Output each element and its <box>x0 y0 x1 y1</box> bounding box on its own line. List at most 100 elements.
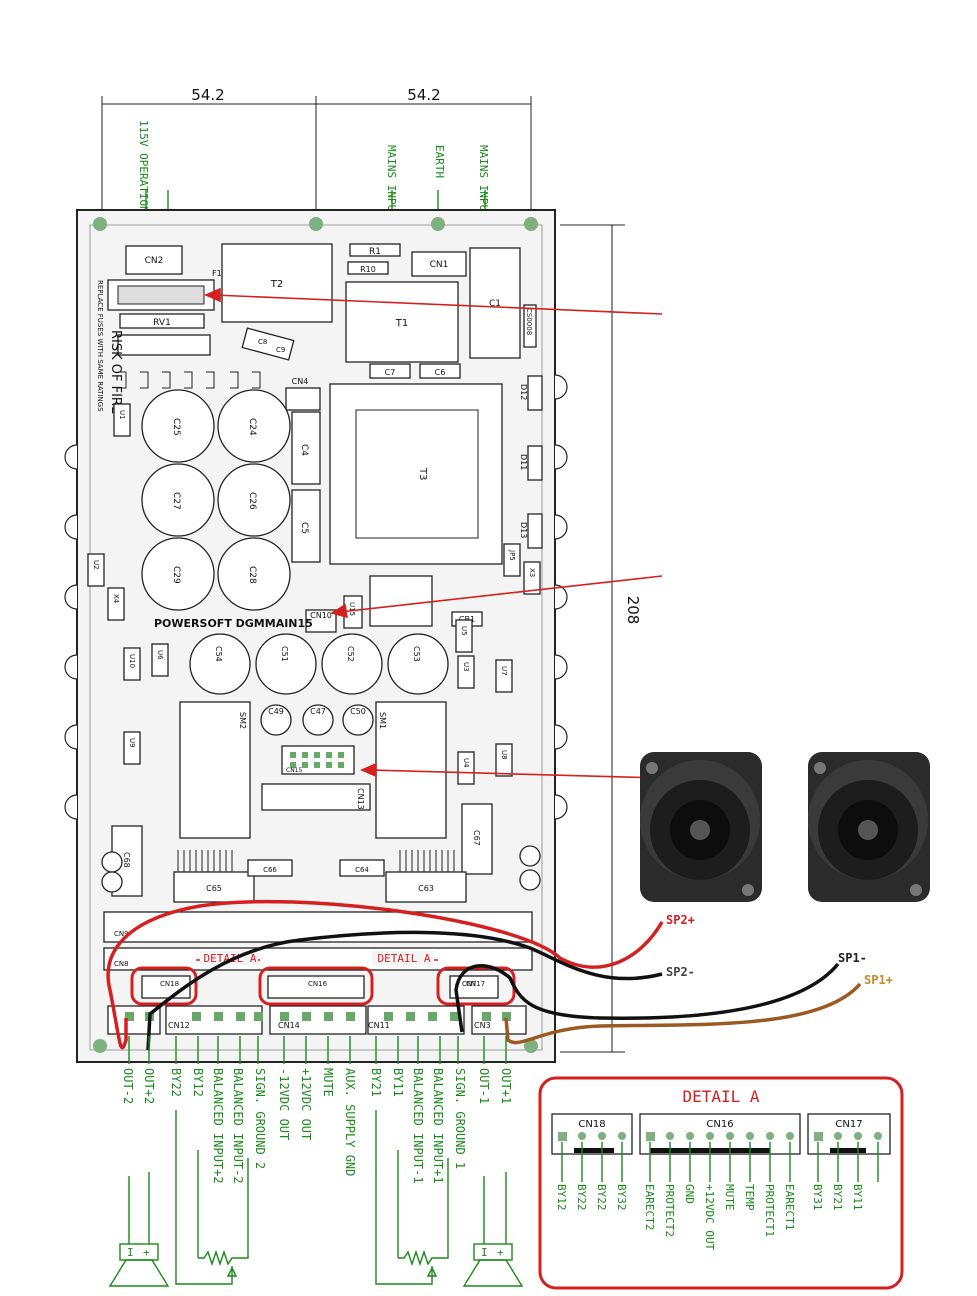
wire-sp1-plus-brown <box>504 982 862 1045</box>
d12 <box>527 375 543 411</box>
bottom-label-out-plus-2: OUT+2 <box>142 1068 156 1104</box>
bottom-label-out-minus-1: OUT-1 <box>477 1068 491 1104</box>
connector-block-mid <box>369 575 433 627</box>
c5 <box>291 489 321 563</box>
cn16-board-label: CN16 <box>308 980 328 988</box>
detail-cn16-label: CN16 <box>706 1119 733 1130</box>
lower-round-parts <box>101 845 541 893</box>
cn4-label: CN4 <box>292 377 309 386</box>
bottom-label-sign-gnd-2: SIGN. GROUND 2 <box>253 1068 267 1169</box>
cn4 <box>285 387 321 411</box>
r1 <box>349 243 401 257</box>
bottom-label-by12: BY12 <box>191 1068 205 1097</box>
part-u7-label: U7 <box>500 666 508 676</box>
mounting-holes <box>93 217 538 1053</box>
c6 <box>419 363 461 379</box>
small-capacitors <box>260 704 374 736</box>
cn1 <box>411 251 467 277</box>
c28-label: C28 <box>247 566 257 584</box>
detail-cn16-pin-5: MUTE <box>723 1184 736 1211</box>
speaker-symbol-left <box>108 1172 170 1287</box>
detail-bar-cn17 <box>830 1148 866 1153</box>
t2-label: T2 <box>270 279 283 290</box>
bottom-label-plus-12vdc: +12VDC OUT <box>299 1068 313 1140</box>
d13-label: D13 <box>519 522 528 538</box>
cn17-board-label: CN17 <box>466 980 485 988</box>
speaker-symbol-right <box>462 1172 524 1287</box>
part-u6-label: U6 <box>156 650 164 660</box>
cn10 <box>305 609 337 633</box>
part-u4-label: U4 <box>462 758 470 768</box>
speaker-right-minus: I <box>481 1246 488 1259</box>
fuse-f1-body <box>117 285 205 305</box>
cn2-label: CN2 <box>145 256 164 266</box>
c25-label: C25 <box>171 418 181 436</box>
sp1-plus-label: SP1+ <box>864 973 893 987</box>
dimension-top-right: 54.2 <box>407 86 440 104</box>
t2 <box>221 243 333 323</box>
sm2 <box>179 701 251 839</box>
detail-cn18-pin-1: BY12 <box>555 1184 568 1211</box>
detail-cn16-pin-1: EARECT2 <box>643 1184 656 1230</box>
c4 <box>291 411 321 485</box>
cn18-board-label: CN18 <box>160 980 179 988</box>
big-capacitors <box>141 389 291 611</box>
cn15-pins <box>290 752 344 768</box>
sp2-minus-label: SP2- <box>666 965 695 979</box>
c50-label: C50 <box>350 707 366 716</box>
c53-label: C53 <box>412 646 421 662</box>
bottom-label-out-minus-2: OUT-2 <box>121 1068 135 1104</box>
c63 <box>385 871 467 903</box>
part-jp5-label: JP5 <box>508 549 516 561</box>
cn13 <box>261 783 371 811</box>
part-u7 <box>495 659 513 693</box>
c51-label: C51 <box>280 646 289 662</box>
detail-outline-mid <box>258 966 374 1006</box>
part-u8 <box>495 743 513 777</box>
cn14-label: CN14 <box>278 1021 300 1030</box>
part-u9 <box>123 731 141 765</box>
label-mains-input-left: MAINS INPUT <box>385 145 398 218</box>
speakon-connector-right <box>808 752 930 902</box>
part-u8-label: U8 <box>500 750 508 760</box>
c6-label: C6 <box>435 368 446 377</box>
speaker-left-plus: + <box>143 1246 150 1259</box>
c27-label: C27 <box>171 492 181 510</box>
detail-cn16-pin-8: EARECT1 <box>783 1184 796 1230</box>
c64-label: C64 <box>355 866 369 874</box>
detail-pins <box>558 1132 882 1141</box>
part-u5-label: U5 <box>460 626 468 636</box>
cn2 <box>125 245 183 275</box>
detail-cn16-pin-7: PROTECT1 <box>763 1184 776 1237</box>
dimension-top-left: 54.2 <box>191 86 224 104</box>
r10-label: R10 <box>360 265 376 274</box>
c7 <box>369 363 411 379</box>
c52-label: C52 <box>346 646 355 662</box>
part-u6 <box>151 643 169 677</box>
bottom-labels: OUT-2 OUT+2 BY22 BY12 BALANCED INPUT+2 B… <box>121 1068 513 1184</box>
c67 <box>461 803 493 875</box>
t3-core <box>355 409 479 539</box>
bottom-label-out-plus-1: OUT+1 <box>499 1068 513 1104</box>
part-u2 <box>87 553 105 587</box>
part-u1 <box>113 403 131 437</box>
c26-label: C26 <box>247 492 257 510</box>
speakon-connector-left <box>640 752 762 902</box>
bottom-label-by22: BY22 <box>169 1068 183 1097</box>
part-x3 <box>523 561 541 595</box>
part-u10 <box>123 647 141 681</box>
c1 <box>469 247 521 359</box>
small-parts-row <box>118 371 261 389</box>
t3-label: T3 <box>417 467 428 480</box>
detail-cn17-pin-3: BY11 <box>851 1184 864 1211</box>
cn17-board <box>449 975 499 999</box>
detail-cn16-pin-4: +12VDC OUT <box>703 1184 716 1251</box>
terminal-pads <box>125 1012 511 1021</box>
r1-label: R1 <box>369 247 381 257</box>
rv1-label: RV1 <box>153 318 171 328</box>
c1-label: C1 <box>489 299 501 309</box>
bottom-label-by11: BY11 <box>391 1068 405 1097</box>
c65-label: C65 <box>206 884 222 893</box>
c63-label: C63 <box>418 884 434 893</box>
dimension-lines <box>101 96 625 1053</box>
